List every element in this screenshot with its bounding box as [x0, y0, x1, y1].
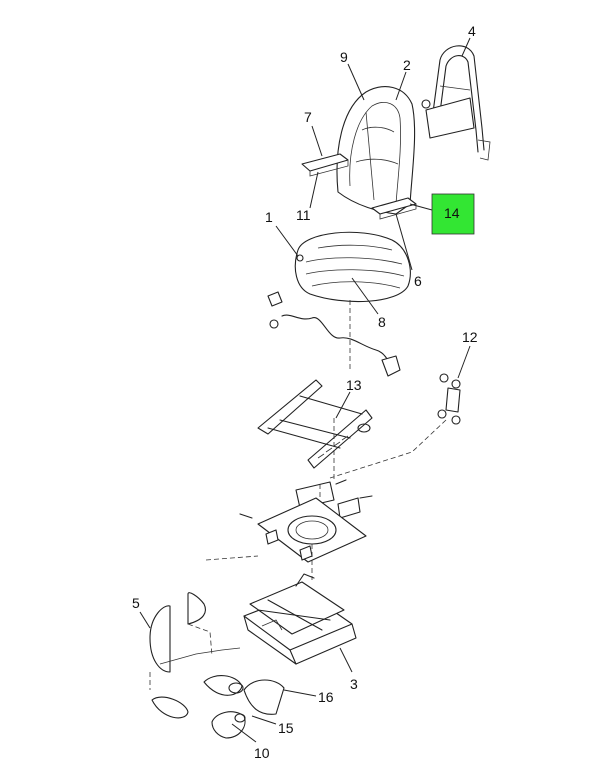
highlight-box-14[interactable]	[431, 193, 475, 235]
callout-3[interactable]: 3	[350, 676, 358, 692]
assembly-lines	[149, 300, 447, 690]
callout-7[interactable]: 7	[304, 109, 312, 125]
leader-lines	[139, 37, 471, 743]
callout-13[interactable]: 13	[346, 377, 362, 393]
wire-harness	[267, 291, 401, 377]
callout-14[interactable]: 14	[444, 205, 460, 221]
suspension-base	[243, 573, 357, 665]
callout-15[interactable]: 15	[278, 720, 294, 736]
callout-6[interactable]: 6	[414, 273, 422, 289]
callout-16[interactable]: 16	[318, 689, 334, 705]
callout-10[interactable]: 10	[254, 745, 270, 761]
callout-11[interactable]: 11	[296, 207, 311, 223]
callout-12[interactable]: 12	[462, 329, 478, 345]
seat-cushion	[294, 231, 411, 303]
headrest-frame	[421, 45, 491, 161]
lower-shroud	[151, 647, 285, 739]
side-cover-upper	[187, 592, 206, 625]
callout-8[interactable]: 8	[378, 314, 386, 330]
swivel-plate	[239, 497, 367, 563]
side-cover-5	[149, 605, 171, 673]
callout-labels: 1 2 3 4 5 6 7 8 9 10 11 12 13 14 15 16	[132, 23, 478, 761]
callout-5[interactable]: 5	[132, 595, 140, 611]
armrest-left	[301, 153, 349, 177]
mounting-brackets	[295, 479, 373, 519]
callout-4[interactable]: 4	[468, 23, 476, 39]
seat-back	[336, 86, 416, 215]
callout-2[interactable]: 2	[403, 57, 411, 73]
shock-absorber	[437, 373, 461, 425]
armrest-right	[371, 197, 417, 220]
callout-9[interactable]: 9	[340, 49, 348, 65]
callout-1[interactable]: 1	[265, 209, 273, 225]
seat-slide-frame	[257, 379, 373, 469]
